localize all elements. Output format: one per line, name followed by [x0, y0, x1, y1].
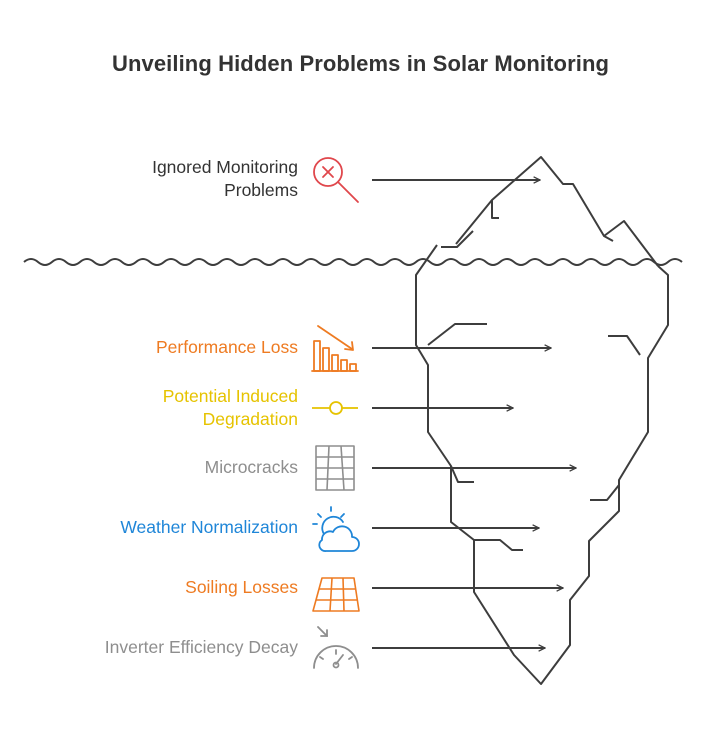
label-weather-normalization: Weather Normalization [120, 517, 298, 537]
solar-panel-icon [312, 577, 360, 612]
declining-bar-chart-icon [311, 325, 359, 372]
cracked-panel-icon [315, 445, 355, 491]
label-inverter-efficiency-decay: Inverter Efficiency Decay [104, 637, 298, 657]
gauge-icon [313, 626, 359, 669]
magnifier-x-icon [313, 157, 359, 203]
iceberg-tip [441, 156, 659, 267]
label-ignored-monitoring: Ignored Monitoring Problems [152, 157, 298, 200]
label-potential-induced-degradation: Potential Induced Degradation [162, 386, 298, 429]
sun-cloud-icon [312, 506, 360, 552]
pointer-arrows [372, 180, 576, 648]
page-title: Unveiling Hidden Problems in Solar Monit… [111, 51, 610, 76]
label-soiling-losses: Soiling Losses [185, 577, 298, 597]
water-line [23, 258, 683, 266]
node-line-icon [312, 401, 358, 415]
label-performance-loss: Performance Loss [155, 337, 298, 357]
label-microcracks: Microcracks [204, 457, 298, 477]
iceberg-body [415, 244, 669, 685]
